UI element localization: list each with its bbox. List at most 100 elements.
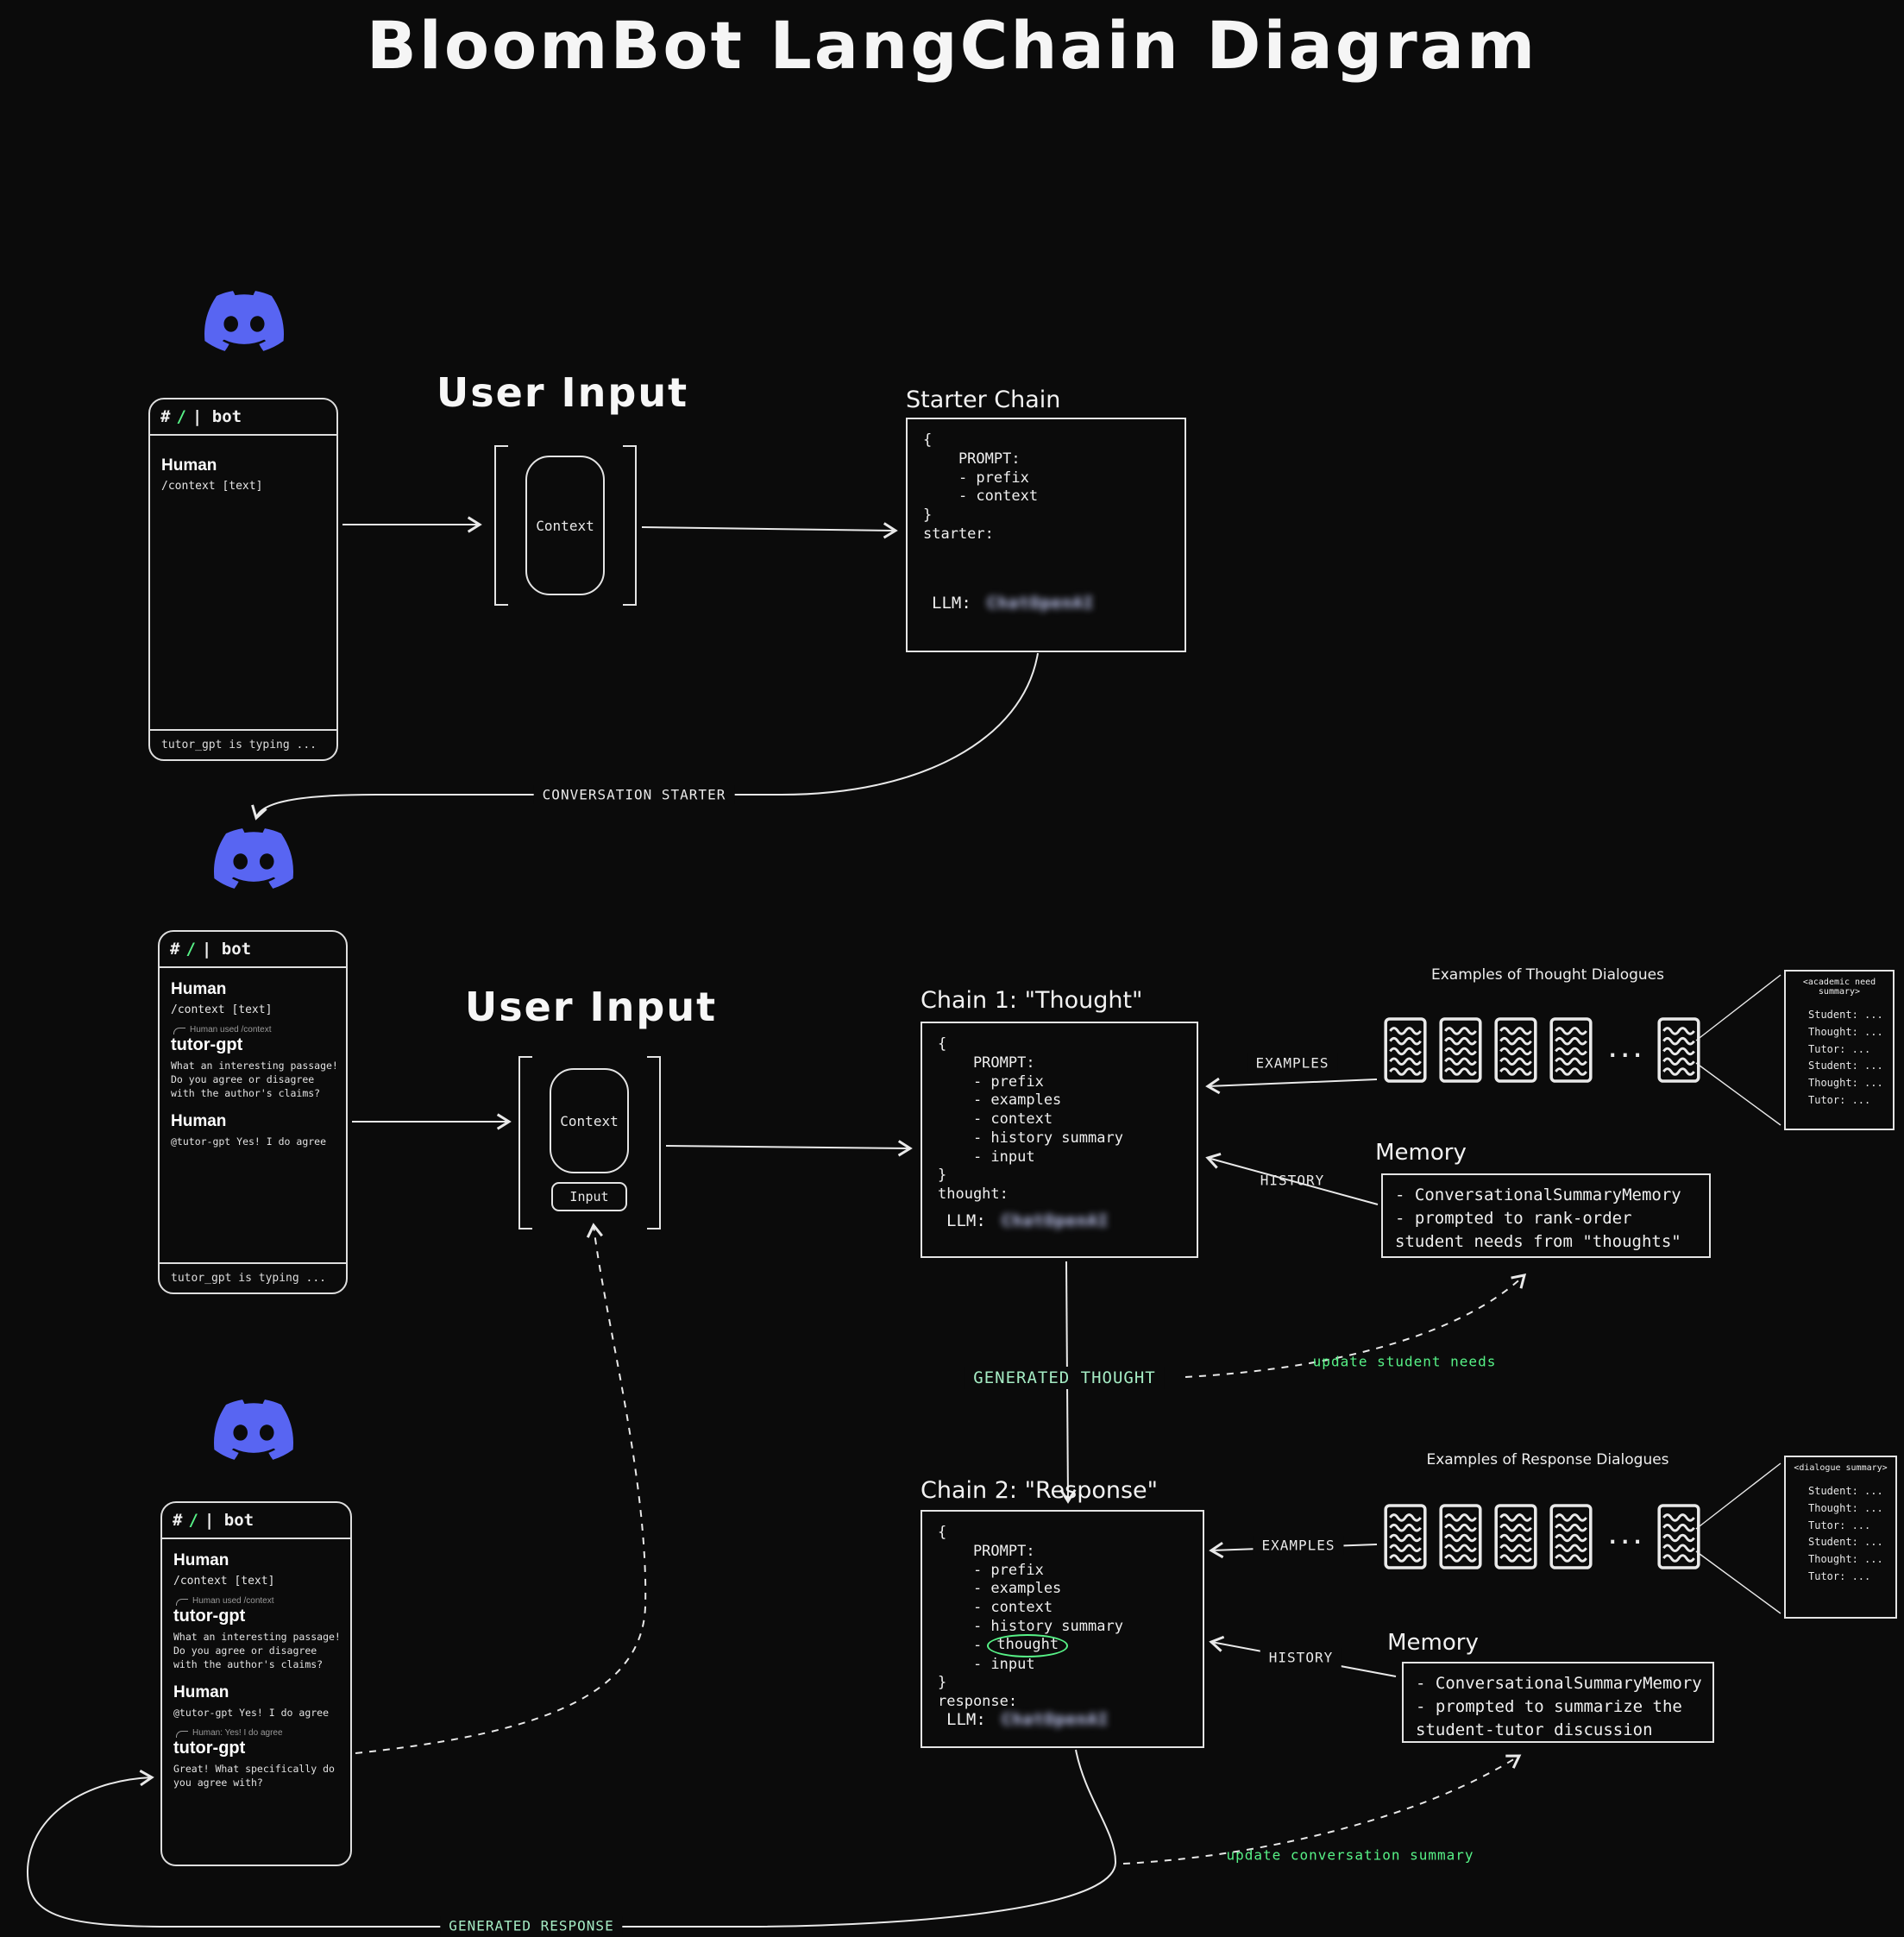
bot-author-label: tutor-gpt <box>173 1607 246 1626</box>
panel-body: Student: ... Thought: ... Tutor: ... Stu… <box>1808 1485 1883 1582</box>
ellipsis: ... <box>1606 1038 1644 1062</box>
context-bracket-group: Context Input <box>518 1056 661 1229</box>
conversation-starter-label: CONVERSATION STARTER <box>533 784 735 805</box>
starter-chain-prompt: { PROMPT: - prefix - context } starter: <box>923 431 1039 543</box>
human-message: @tutor-gpt Yes! I do agree <box>171 1135 327 1148</box>
reply-curve-icon <box>173 1028 185 1035</box>
thought-dialogue-docs: ... <box>1384 1016 1700 1084</box>
starter-chain-box: { PROMPT: - prefix - context } starter: … <box>906 418 1186 652</box>
left-bracket <box>518 1056 532 1229</box>
panel-header: <dialogue summary> <box>1794 1463 1888 1473</box>
context-box: Context <box>525 456 605 595</box>
hash-icon: # <box>160 407 171 426</box>
llm-model-name: ChatOpenAI <box>1001 1710 1109 1729</box>
history-label: HISTORY <box>1260 1647 1342 1668</box>
reply-reference: Human used /context <box>173 1596 339 1606</box>
human-author-label: Human <box>173 1551 229 1569</box>
document-icon <box>1439 1503 1482 1570</box>
context-command: /context [text] <box>161 480 263 493</box>
document-icon <box>1494 1016 1537 1084</box>
arrow-examples-to-chain1 <box>1205 1077 1378 1095</box>
line-docs-to-panel1-top <box>1695 974 1781 1041</box>
memory-box-response: - ConversationalSummaryMemory - prompted… <box>1402 1662 1714 1743</box>
discord-icon <box>204 291 284 351</box>
human-author-label: Human <box>161 456 217 475</box>
context-box: Context <box>550 1068 629 1173</box>
memory-heading: Memory <box>1387 1630 1479 1656</box>
channel-name: | bot <box>204 1511 254 1530</box>
examples-response-heading: Examples of Response Dialogues <box>1426 1451 1669 1468</box>
user-input-heading: User Input <box>436 369 689 416</box>
arrow-history-to-chain1 <box>1205 1153 1379 1205</box>
chat-body: Human /context [text] <box>150 436 336 729</box>
chain1-prompt: { PROMPT: - prefix - examples - context … <box>938 1035 1123 1203</box>
chain2-prompt-bottom: - input } response: <box>938 1655 1035 1711</box>
academic-need-summary-panel: <academic need summary> Student: ... Tho… <box>1784 970 1895 1130</box>
response-dialogue-docs: ... <box>1384 1503 1700 1570</box>
channel-header: # / | bot <box>160 932 346 968</box>
chain2-thought-line: - thought <box>938 1634 1187 1657</box>
reply-reference: Human: Yes! I do agree <box>173 1728 339 1739</box>
line-docs-to-panel2-bottom <box>1695 1550 1781 1614</box>
human-author-label: Human <box>171 980 227 998</box>
phone-mockup-2: # / | bot Human /context [text] Human used… <box>158 930 348 1294</box>
llm-model-name: ChatOpenAI <box>1001 1211 1109 1230</box>
chain2-box: { PROMPT: - prefix - examples - context … <box>921 1510 1204 1748</box>
arrow-generated-response <box>26 1749 1117 1928</box>
bot-message: What an interesting passage! Do you agre… <box>171 1060 338 1100</box>
phone-mockup-1: #/| bot Human /context [text] tutor_gpt … <box>148 398 338 761</box>
panel-header: <academic need summary> <box>1802 978 1876 997</box>
human-author-label: Human <box>171 1112 227 1131</box>
context-bracket-group: Context <box>494 445 637 606</box>
document-icon <box>1549 1016 1593 1084</box>
hash-icon: # <box>170 940 180 959</box>
starter-chain-title: Starter Chain <box>906 387 1061 413</box>
llm-model-name: ChatOpenAI <box>986 594 1095 613</box>
chain2-title: Chain 2: "Response" <box>921 1477 1159 1504</box>
bot-message: What an interesting passage! Do you agre… <box>173 1631 341 1671</box>
update-student-needs-label: update student needs <box>1312 1353 1497 1370</box>
examples-thought-heading: Examples of Thought Dialogues <box>1430 966 1664 984</box>
slash-command-icon: / <box>176 407 186 426</box>
user-input-heading: User Input <box>464 984 718 1030</box>
channel-name: | bot <box>192 407 242 426</box>
document-icon <box>1384 1503 1427 1570</box>
line-docs-to-panel1-bottom <box>1695 1062 1781 1126</box>
line-docs-to-panel2-top <box>1695 1462 1781 1530</box>
page-title: BloomBot LangChain Diagram <box>366 7 1538 84</box>
document-icon <box>1549 1503 1593 1570</box>
memory-heading: Memory <box>1375 1140 1467 1166</box>
reply-curve-icon <box>176 1731 188 1739</box>
left-bracket <box>494 445 508 606</box>
reply-reference: Human used /context <box>171 1025 335 1035</box>
update-conversation-summary-label: update conversation summary <box>1226 1846 1474 1864</box>
human-message: @tutor-gpt Yes! I do agree <box>173 1707 330 1720</box>
input-box: Input <box>551 1182 627 1211</box>
document-icon <box>1384 1016 1427 1084</box>
arrow-conversation-starter <box>251 652 1039 821</box>
llm-label: LLM: <box>946 1710 986 1729</box>
discord-icon <box>214 1399 293 1460</box>
channel-name: | bot <box>201 940 252 959</box>
slash-command-icon: / <box>185 940 196 959</box>
document-icon <box>1657 1503 1700 1570</box>
chain1-title: Chain 1: "Thought" <box>921 987 1143 1014</box>
document-icon <box>1657 1016 1700 1084</box>
right-bracket <box>623 445 637 606</box>
examples-label: EXAMPLES <box>1253 1535 1344 1556</box>
phone-mockup-3: #/| bot Human /context [text] Human used… <box>160 1501 352 1866</box>
human-author-label: Human <box>173 1683 229 1702</box>
generated-response-label: GENERATED RESPONSE <box>440 1915 623 1936</box>
chain2-prompt-top: { PROMPT: - prefix - examples - context … <box>938 1524 1123 1635</box>
arrow-update-student-needs <box>1185 1274 1527 1378</box>
dialogue-summary-panel: <dialogue summary> Student: ... Thought:… <box>1784 1456 1897 1619</box>
context-command: /context [text] <box>173 1575 275 1588</box>
chat-body: Human /context [text] Human used /contex… <box>162 1539 350 1865</box>
reply-curve-icon <box>176 1599 188 1606</box>
channel-header: #/| bot <box>162 1503 350 1539</box>
context-command: /context [text] <box>171 1003 273 1016</box>
arrow-context-to-starter-chain <box>641 522 898 539</box>
slash-command-icon: / <box>188 1511 198 1530</box>
bot-message: Great! What specifically do you agree wi… <box>173 1763 335 1789</box>
